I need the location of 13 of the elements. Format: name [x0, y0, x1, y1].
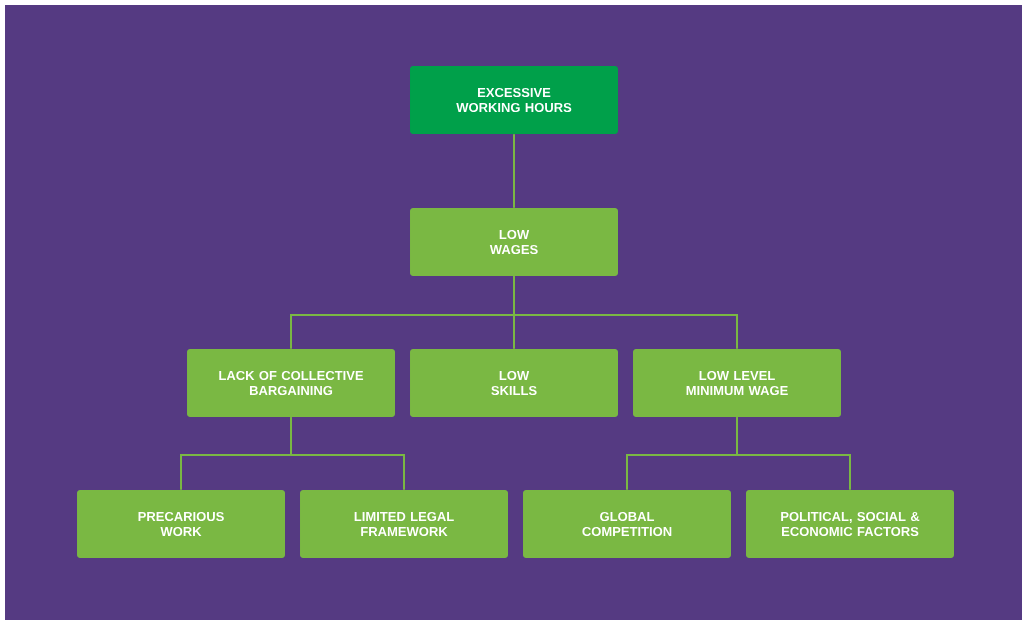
- box: LOW WAGES: [410, 208, 618, 276]
- connector: [513, 133, 515, 209]
- box: LACK OF COLLECTIVE BARGAINING: [187, 349, 395, 417]
- connector: [736, 416, 851, 491]
- box: LOW LEVEL MINIMUM WAGE: [633, 349, 841, 417]
- box: PRECARIOUS WORK: [77, 490, 285, 558]
- connector: [513, 275, 738, 350]
- box: EXCESSIVE WORKING HOURS: [410, 66, 618, 134]
- box: POLITICAL, SOCIAL & ECONOMIC FACTORS: [746, 490, 954, 558]
- connector: [290, 416, 405, 491]
- box: LOW SKILLS: [410, 349, 618, 417]
- box: LIMITED LEGAL FRAMEWORK: [300, 490, 508, 558]
- box: GLOBAL COMPETITION: [523, 490, 731, 558]
